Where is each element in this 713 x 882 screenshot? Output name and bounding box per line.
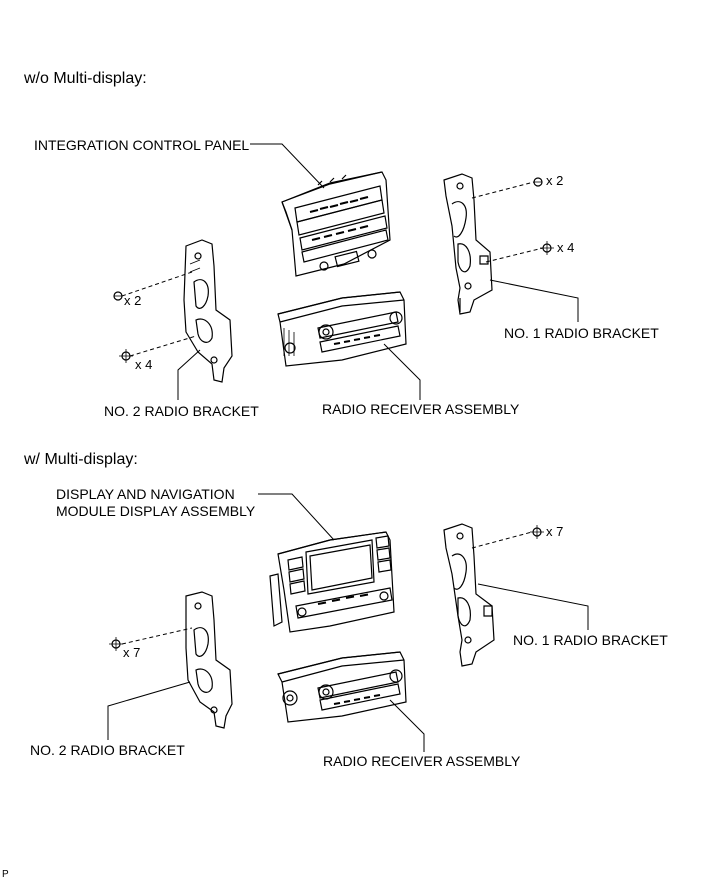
bolt-quantity: x 2 [124, 293, 142, 308]
section-title-with-multidisplay: w/ Multi-display: [24, 451, 138, 468]
figure-code: P [2, 869, 9, 880]
radio-receiver-assembly-illustration [277, 651, 407, 723]
label-no1-radio-bracket: NO. 1 RADIO BRACKET [513, 632, 668, 648]
bolt-quantity: x 7 [123, 645, 141, 660]
radio-receiver-assembly-illustration [277, 291, 407, 367]
integration-control-panel-illustration [281, 171, 391, 277]
bolt-quantity: x 4 [557, 240, 575, 255]
label-no2-radio-bracket: NO. 2 RADIO BRACKET [30, 742, 185, 758]
no1-radio-bracket-illustration-bottom [443, 523, 495, 667]
fastener-path-lines [121, 531, 533, 645]
fastener-path-lines [121, 181, 544, 357]
no2-radio-bracket-illustration-bottom [185, 591, 233, 729]
display-navigation-module-illustration [269, 531, 395, 633]
label-no1-radio-bracket: NO. 1 RADIO BRACKET [504, 325, 659, 341]
label-no2-radio-bracket: NO. 2 RADIO BRACKET [104, 403, 259, 419]
bolt-quantity: x 7 [546, 524, 564, 539]
bolt-icon [113, 177, 554, 363]
no1-radio-bracket-illustration-top [443, 173, 493, 315]
section-title-without-multidisplay: w/o Multi-display: [24, 70, 147, 87]
label-radio-receiver-assembly: RADIO RECEIVER ASSEMBLY [323, 753, 521, 769]
label-display-navigation-line2: MODULE DISPLAY ASSEMBLY [56, 503, 256, 519]
label-display-navigation-line1: DISPLAY AND NAVIGATION [56, 486, 235, 502]
leader-lines-bottom [107, 493, 589, 752]
leader-lines-top [177, 143, 579, 400]
no2-radio-bracket-illustration-top [183, 239, 233, 383]
bolt-quantity: x 2 [546, 173, 564, 188]
bolt-icon [109, 525, 544, 651]
bolt-quantity: x 4 [135, 357, 153, 372]
label-radio-receiver-assembly: RADIO RECEIVER ASSEMBLY [322, 401, 520, 417]
label-integration-control-panel: INTEGRATION CONTROL PANEL [34, 137, 250, 153]
